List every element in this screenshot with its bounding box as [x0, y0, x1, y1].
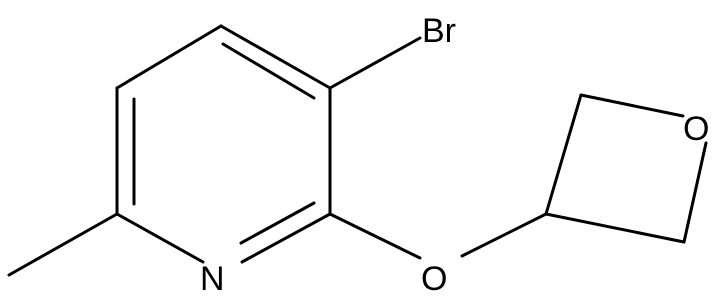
atom-o-ether-label: O	[421, 260, 447, 298]
bond-n-c2-inner	[239, 201, 316, 245]
bond-c3-br	[328, 36, 422, 90]
bond-c2-o	[328, 212, 422, 260]
bond-c4-c3	[219, 24, 332, 90]
bond-methyl	[7, 212, 119, 277]
bond-oxetane-ch2-top-o	[579, 93, 685, 118]
bond-n-c2	[240, 212, 332, 264]
bond-c4-c5	[115, 24, 223, 90]
atom-n-label: N	[200, 260, 225, 298]
atom-o-ring-label: O	[683, 110, 709, 148]
bond-c6-n	[115, 212, 205, 264]
bond-oxetane-o-ch2-bottom	[682, 141, 708, 244]
bond-c4-c3-inner	[221, 42, 316, 100]
bond-oxetane-ch2-bottom-ch	[544, 212, 686, 244]
bond-o-ch	[460, 212, 548, 258]
atom-br-label: Br	[422, 12, 456, 50]
bond-oxetane-ch-ch2-top	[544, 93, 583, 216]
